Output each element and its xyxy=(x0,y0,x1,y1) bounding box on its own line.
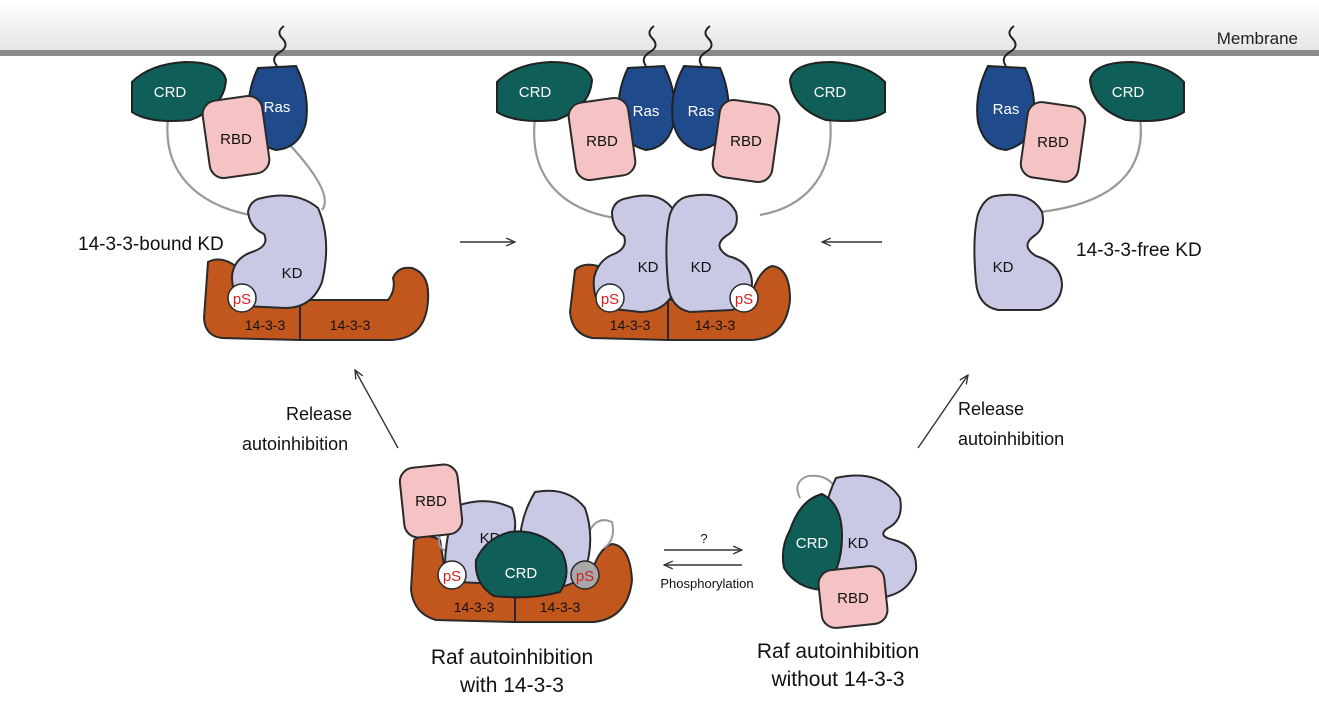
membrane-band xyxy=(0,0,1319,50)
bound-kd-caption: 14-3-3-bound KD xyxy=(78,234,224,255)
fourteen33-label: 14-3-3 xyxy=(245,317,286,333)
crd-label: CRD xyxy=(519,84,552,101)
membrane-label: Membrane xyxy=(1217,29,1298,48)
fourteen33-right xyxy=(299,266,430,341)
kd-label: KD xyxy=(282,265,303,282)
rbd-label: RBD xyxy=(415,493,447,510)
crd-domain xyxy=(131,60,228,122)
crd-domain xyxy=(788,60,886,122)
fourteen33-label: 14-3-3 xyxy=(695,317,736,333)
rbd-label: RBD xyxy=(837,590,869,607)
linker-line xyxy=(289,144,326,211)
ps-label: pS xyxy=(601,291,619,308)
crd-domain xyxy=(781,492,844,592)
ps-circle xyxy=(595,283,625,313)
rbd-domain xyxy=(711,99,781,183)
kd-domain xyxy=(665,193,754,314)
auto-with-line1: Raf autoinhibition xyxy=(431,646,593,669)
fourteen33-label: 14-3-3 xyxy=(454,599,495,615)
ps-label: pS xyxy=(735,291,753,308)
linker-line xyxy=(533,117,616,220)
rbd-domain xyxy=(398,463,464,539)
release-arrow-left xyxy=(355,370,399,449)
release-arrow-right xyxy=(917,375,968,449)
fourteen33-label: 14-3-3 xyxy=(540,599,581,615)
ras-anchor xyxy=(698,25,713,67)
ras-label: Ras xyxy=(633,103,660,120)
ras-label: Ras xyxy=(264,99,291,116)
ras-anchor xyxy=(273,25,287,67)
fourteen33-label: 14-3-3 xyxy=(330,317,371,333)
crd-label: CRD xyxy=(1112,84,1145,101)
crd-domain xyxy=(496,60,594,122)
ras-domain xyxy=(976,64,1036,152)
ps-label: pS xyxy=(576,568,594,585)
ps-label: pS xyxy=(443,568,461,585)
membrane-line xyxy=(0,50,1319,56)
crd-domain xyxy=(1088,60,1185,122)
rbd-domain xyxy=(1019,101,1087,183)
question-label: ? xyxy=(700,531,707,546)
linker-line xyxy=(796,474,835,499)
crd-label: CRD xyxy=(796,535,829,552)
release-left-line1: Release xyxy=(286,404,352,424)
crd-label: CRD xyxy=(154,84,187,101)
fourteen33-label: 14-3-3 xyxy=(610,317,651,333)
ras-anchor xyxy=(642,25,657,67)
ps-circle xyxy=(227,283,257,313)
linker-line xyxy=(166,117,251,217)
linker-line xyxy=(759,117,832,217)
ras-anchor xyxy=(1002,25,1017,67)
crd-label: CRD xyxy=(814,84,847,101)
free-kd-caption: 14-3-3-free KD xyxy=(1076,240,1202,261)
bound-kd-complex: 14-3-3 14-3-3 KD pS CRD Ras RBD 14-3-3-b… xyxy=(78,25,430,342)
rbd-domain xyxy=(201,95,271,179)
kd-domain xyxy=(230,194,328,310)
kd-label: KD xyxy=(993,259,1014,276)
auto-without-line1: Raf autoinhibition xyxy=(757,640,919,663)
active-dimer-complex: 14-3-3 14-3-3 KD KD pS pS CRD CRD Ras Ra… xyxy=(496,25,886,342)
kd-domain xyxy=(973,193,1064,311)
phosphorylation-label: Phosphorylation xyxy=(660,576,753,591)
linker-line xyxy=(1039,117,1142,214)
crd-domain xyxy=(474,530,568,599)
ps-label: pS xyxy=(233,291,251,308)
release-left-line2: autoinhibition xyxy=(242,434,348,454)
ras-label: Ras xyxy=(993,101,1020,118)
autoinhibited-with-1433: 14-3-3 14-3-3 KD RBD pS pS CRD Raf autoi… xyxy=(398,463,634,697)
rbd-label: RBD xyxy=(586,133,618,150)
rbd-label: RBD xyxy=(220,131,252,148)
autoinhibited-without-1433: KD CRD RBD Raf autoinhibition without 14… xyxy=(757,474,919,691)
release-right-line1: Release xyxy=(958,399,1024,419)
release-right-line2: autoinhibition xyxy=(958,429,1064,449)
rbd-domain xyxy=(817,565,889,629)
rbd-label: RBD xyxy=(1037,134,1069,151)
rbd-domain xyxy=(567,97,637,181)
kd-label: KD xyxy=(848,535,869,552)
ps-circle xyxy=(570,560,600,590)
kd-label: KD xyxy=(638,259,659,276)
kd-label: KD xyxy=(691,259,712,276)
crd-label: CRD xyxy=(505,565,538,582)
ps-circle xyxy=(437,560,467,590)
ras-label: Ras xyxy=(688,103,715,120)
auto-without-line2: without 14-3-3 xyxy=(770,668,904,691)
auto-with-line2: with 14-3-3 xyxy=(459,674,564,697)
ps-circle xyxy=(729,283,759,313)
ras-domain xyxy=(671,64,731,152)
linker-line xyxy=(589,519,614,549)
free-kd-complex: KD Ras CRD RBD 14-3-3-free KD xyxy=(973,25,1202,311)
rbd-label: RBD xyxy=(730,133,762,150)
